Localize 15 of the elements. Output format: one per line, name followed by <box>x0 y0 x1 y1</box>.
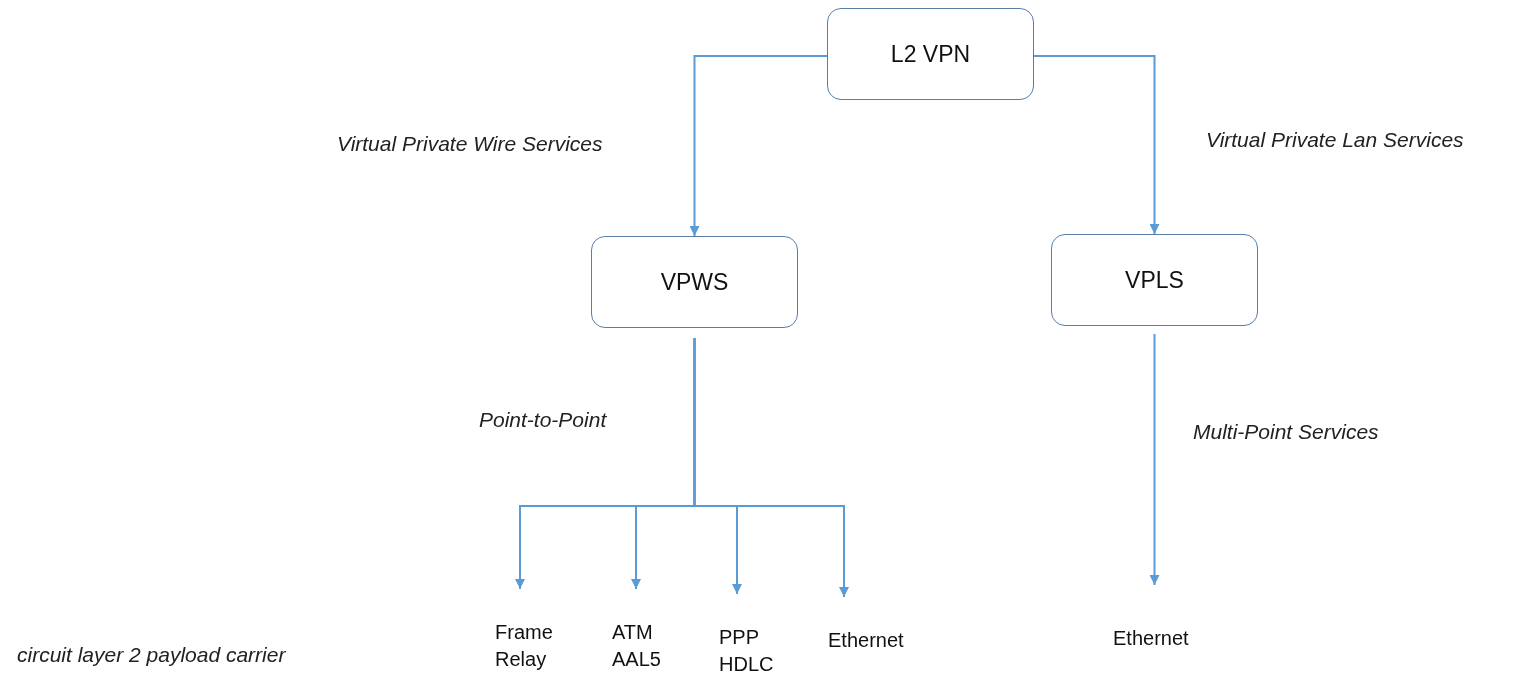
payload-label: Ethernet <box>828 627 924 654</box>
payload-label: PPP HDLC <box>719 624 784 678</box>
payload-label: Frame Relay <box>495 619 570 673</box>
rounded-box <box>591 236 798 328</box>
arrow <box>689 55 828 237</box>
box-label: VPLS <box>1125 266 1184 294</box>
arrow <box>693 337 849 598</box>
rounded-box <box>1051 234 1258 326</box>
box-label: L2 VPN <box>890 40 971 68</box>
payload-label: Ethernet <box>1113 625 1209 652</box>
box-label: VPWS <box>660 268 729 296</box>
arrow <box>1033 55 1160 235</box>
rounded-box <box>827 8 1034 100</box>
payload-label: ATM AAL5 <box>612 619 672 673</box>
arrow <box>1149 333 1160 586</box>
